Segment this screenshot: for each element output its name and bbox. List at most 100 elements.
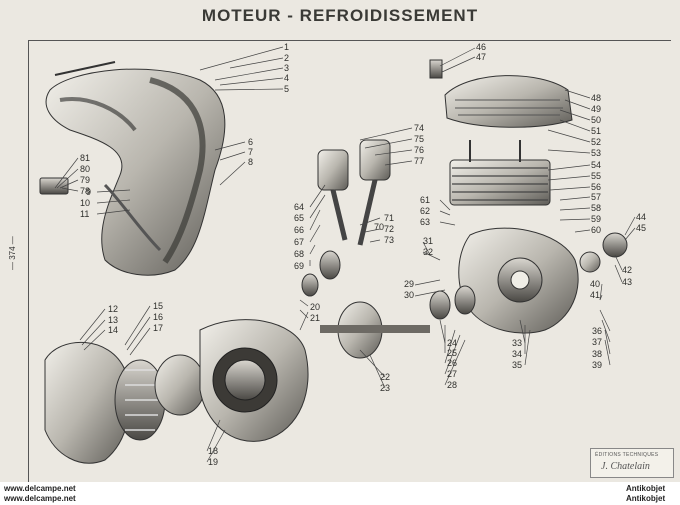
watermark-left-2: www.delcampe.net bbox=[4, 494, 76, 503]
fan-flywheel-assembly bbox=[44, 319, 309, 464]
crankshaft bbox=[301, 250, 476, 359]
callout: 72 bbox=[384, 224, 394, 234]
callout: 6 bbox=[248, 137, 253, 147]
callout: 29 bbox=[404, 279, 414, 289]
callout: 70 bbox=[374, 222, 384, 232]
callout: 1 bbox=[284, 42, 289, 52]
callout: 13 bbox=[108, 315, 118, 325]
callout: 7 bbox=[248, 147, 253, 157]
callout: 74 bbox=[414, 123, 424, 133]
cylinder-head bbox=[429, 59, 573, 128]
callout: 50 bbox=[591, 115, 601, 125]
callout: 78 bbox=[80, 186, 90, 196]
callout: 2 bbox=[284, 53, 289, 63]
callout: 65 bbox=[294, 213, 304, 223]
callout: 35 bbox=[512, 360, 522, 370]
callout: 28 bbox=[447, 380, 457, 390]
callout: 60 bbox=[591, 225, 601, 235]
callout: 33 bbox=[512, 338, 522, 348]
callout: 71 bbox=[384, 213, 394, 223]
callout: 46 bbox=[476, 42, 486, 52]
callout: 47 bbox=[476, 52, 486, 62]
callout: 22 bbox=[380, 372, 390, 382]
callout: 9 bbox=[86, 187, 91, 197]
callout: 77 bbox=[414, 156, 424, 166]
callout: 49 bbox=[591, 104, 601, 114]
callout: 52 bbox=[591, 137, 601, 147]
callout: 73 bbox=[384, 235, 394, 245]
callout: 37 bbox=[592, 337, 602, 347]
callout: 41 bbox=[590, 290, 600, 300]
callout: 40 bbox=[590, 279, 600, 289]
callout: 25 bbox=[447, 348, 457, 358]
callout: 45 bbox=[636, 223, 646, 233]
leader-lines bbox=[54, 46, 636, 463]
callout: 61 bbox=[420, 195, 430, 205]
callout: 62 bbox=[420, 206, 430, 216]
callout: 5 bbox=[284, 84, 289, 94]
callout: 48 bbox=[591, 93, 601, 103]
bracket bbox=[39, 177, 69, 195]
crankcase bbox=[458, 227, 579, 334]
callout: 75 bbox=[414, 134, 424, 144]
callout: 20 bbox=[310, 302, 320, 312]
watermark-right-1: Antikobjet bbox=[626, 484, 666, 493]
callout: 44 bbox=[636, 212, 646, 222]
callout: 66 bbox=[294, 225, 304, 235]
stamp-signature: J. Chatelain bbox=[601, 461, 650, 472]
callout: 26 bbox=[447, 358, 457, 368]
callout: 32 bbox=[423, 247, 433, 257]
callout: 8 bbox=[248, 157, 253, 167]
callout: 10 bbox=[80, 198, 90, 208]
callout: 3 bbox=[284, 63, 289, 73]
callout: 19 bbox=[208, 457, 218, 467]
callout: 15 bbox=[153, 301, 163, 311]
callout: 69 bbox=[294, 261, 304, 271]
callout: 36 bbox=[592, 326, 602, 336]
cooling-shroud bbox=[45, 61, 226, 276]
callout: 55 bbox=[591, 171, 601, 181]
callout: 57 bbox=[591, 192, 601, 202]
callout: 81 bbox=[80, 153, 90, 163]
callout: 56 bbox=[591, 182, 601, 192]
callout: 30 bbox=[404, 290, 414, 300]
watermark-footer: www.delcampe.net www.delcampe.net Antiko… bbox=[0, 482, 680, 505]
callout: 17 bbox=[153, 323, 163, 333]
callout: 11 bbox=[80, 209, 89, 219]
callout: 34 bbox=[512, 349, 522, 359]
publisher-stamp: ÉDITIONS TECHNIQUES J. Chatelain bbox=[590, 448, 674, 478]
callout-labels: 1 2 3 4 5 6 7 8 9 10 11 12 13 14 15 16 1… bbox=[80, 42, 646, 467]
callout: 38 bbox=[592, 349, 602, 359]
cylinder bbox=[449, 140, 551, 206]
callout: 53 bbox=[591, 148, 601, 158]
callout: 43 bbox=[622, 277, 632, 287]
gears bbox=[579, 232, 628, 273]
callout: 24 bbox=[447, 338, 457, 348]
callout: 51 bbox=[591, 126, 601, 136]
callout: 80 bbox=[80, 164, 90, 174]
callout: 59 bbox=[591, 214, 601, 224]
callout: 79 bbox=[80, 175, 90, 185]
callout: 21 bbox=[310, 313, 320, 323]
watermark-left-1: www.delcampe.net bbox=[4, 484, 76, 493]
page-title: MOTEUR - REFROIDISSEMENT bbox=[201, 6, 479, 25]
callout: 54 bbox=[591, 160, 601, 170]
callout: 4 bbox=[284, 73, 289, 83]
callout: 63 bbox=[420, 217, 430, 227]
callout: 42 bbox=[622, 265, 632, 275]
diagram-frame bbox=[28, 40, 671, 483]
callout: 14 bbox=[108, 325, 118, 335]
callout: 18 bbox=[208, 446, 218, 456]
watermark-right-2: Antikobjet bbox=[626, 494, 666, 503]
callout: 58 bbox=[591, 203, 601, 213]
callout: 76 bbox=[414, 145, 424, 155]
callout: 39 bbox=[592, 360, 602, 370]
callout: 27 bbox=[447, 369, 457, 379]
stamp-publisher: ÉDITIONS TECHNIQUES bbox=[595, 452, 659, 458]
callout: 68 bbox=[294, 249, 304, 259]
callout: 67 bbox=[294, 237, 304, 247]
callout: 31 bbox=[423, 236, 433, 246]
callout: 64 bbox=[294, 202, 304, 212]
